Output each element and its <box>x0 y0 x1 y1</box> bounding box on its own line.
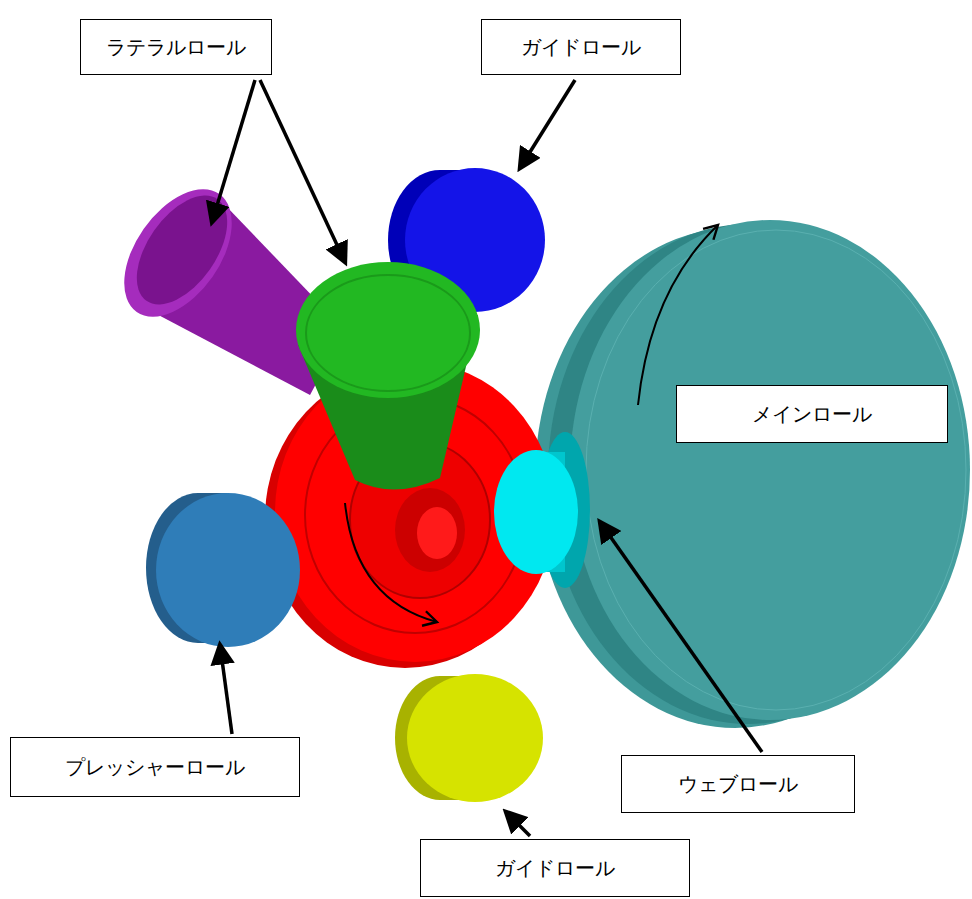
callout-box: ウェブロール <box>621 755 855 813</box>
main-roll <box>535 220 970 728</box>
part-name: ガイドロール <box>495 856 615 880</box>
part-name: ウェブロール <box>678 772 798 796</box>
pressure-roll <box>146 493 300 647</box>
rotation-arrow <box>345 503 437 622</box>
callout-box: ガイドロール <box>420 839 690 897</box>
guide-roll-bottom <box>395 674 543 802</box>
callout-box: プレッシャーロール <box>10 737 300 797</box>
web-roll <box>494 432 590 588</box>
part-name: メインロール <box>752 402 872 426</box>
lateral-roll-green <box>296 262 480 490</box>
part-name: ガイドロール <box>521 35 641 59</box>
rotation-arrow <box>638 225 718 405</box>
callout-box: ラテラルロール <box>80 19 272 75</box>
callout-box: ガイドロール <box>481 19 681 75</box>
part-name: プレッシャーロール <box>65 755 245 779</box>
callout-box: メインロール <box>676 385 948 443</box>
leader-lines <box>212 80 762 836</box>
part-name: ラテラルロール <box>106 35 246 59</box>
